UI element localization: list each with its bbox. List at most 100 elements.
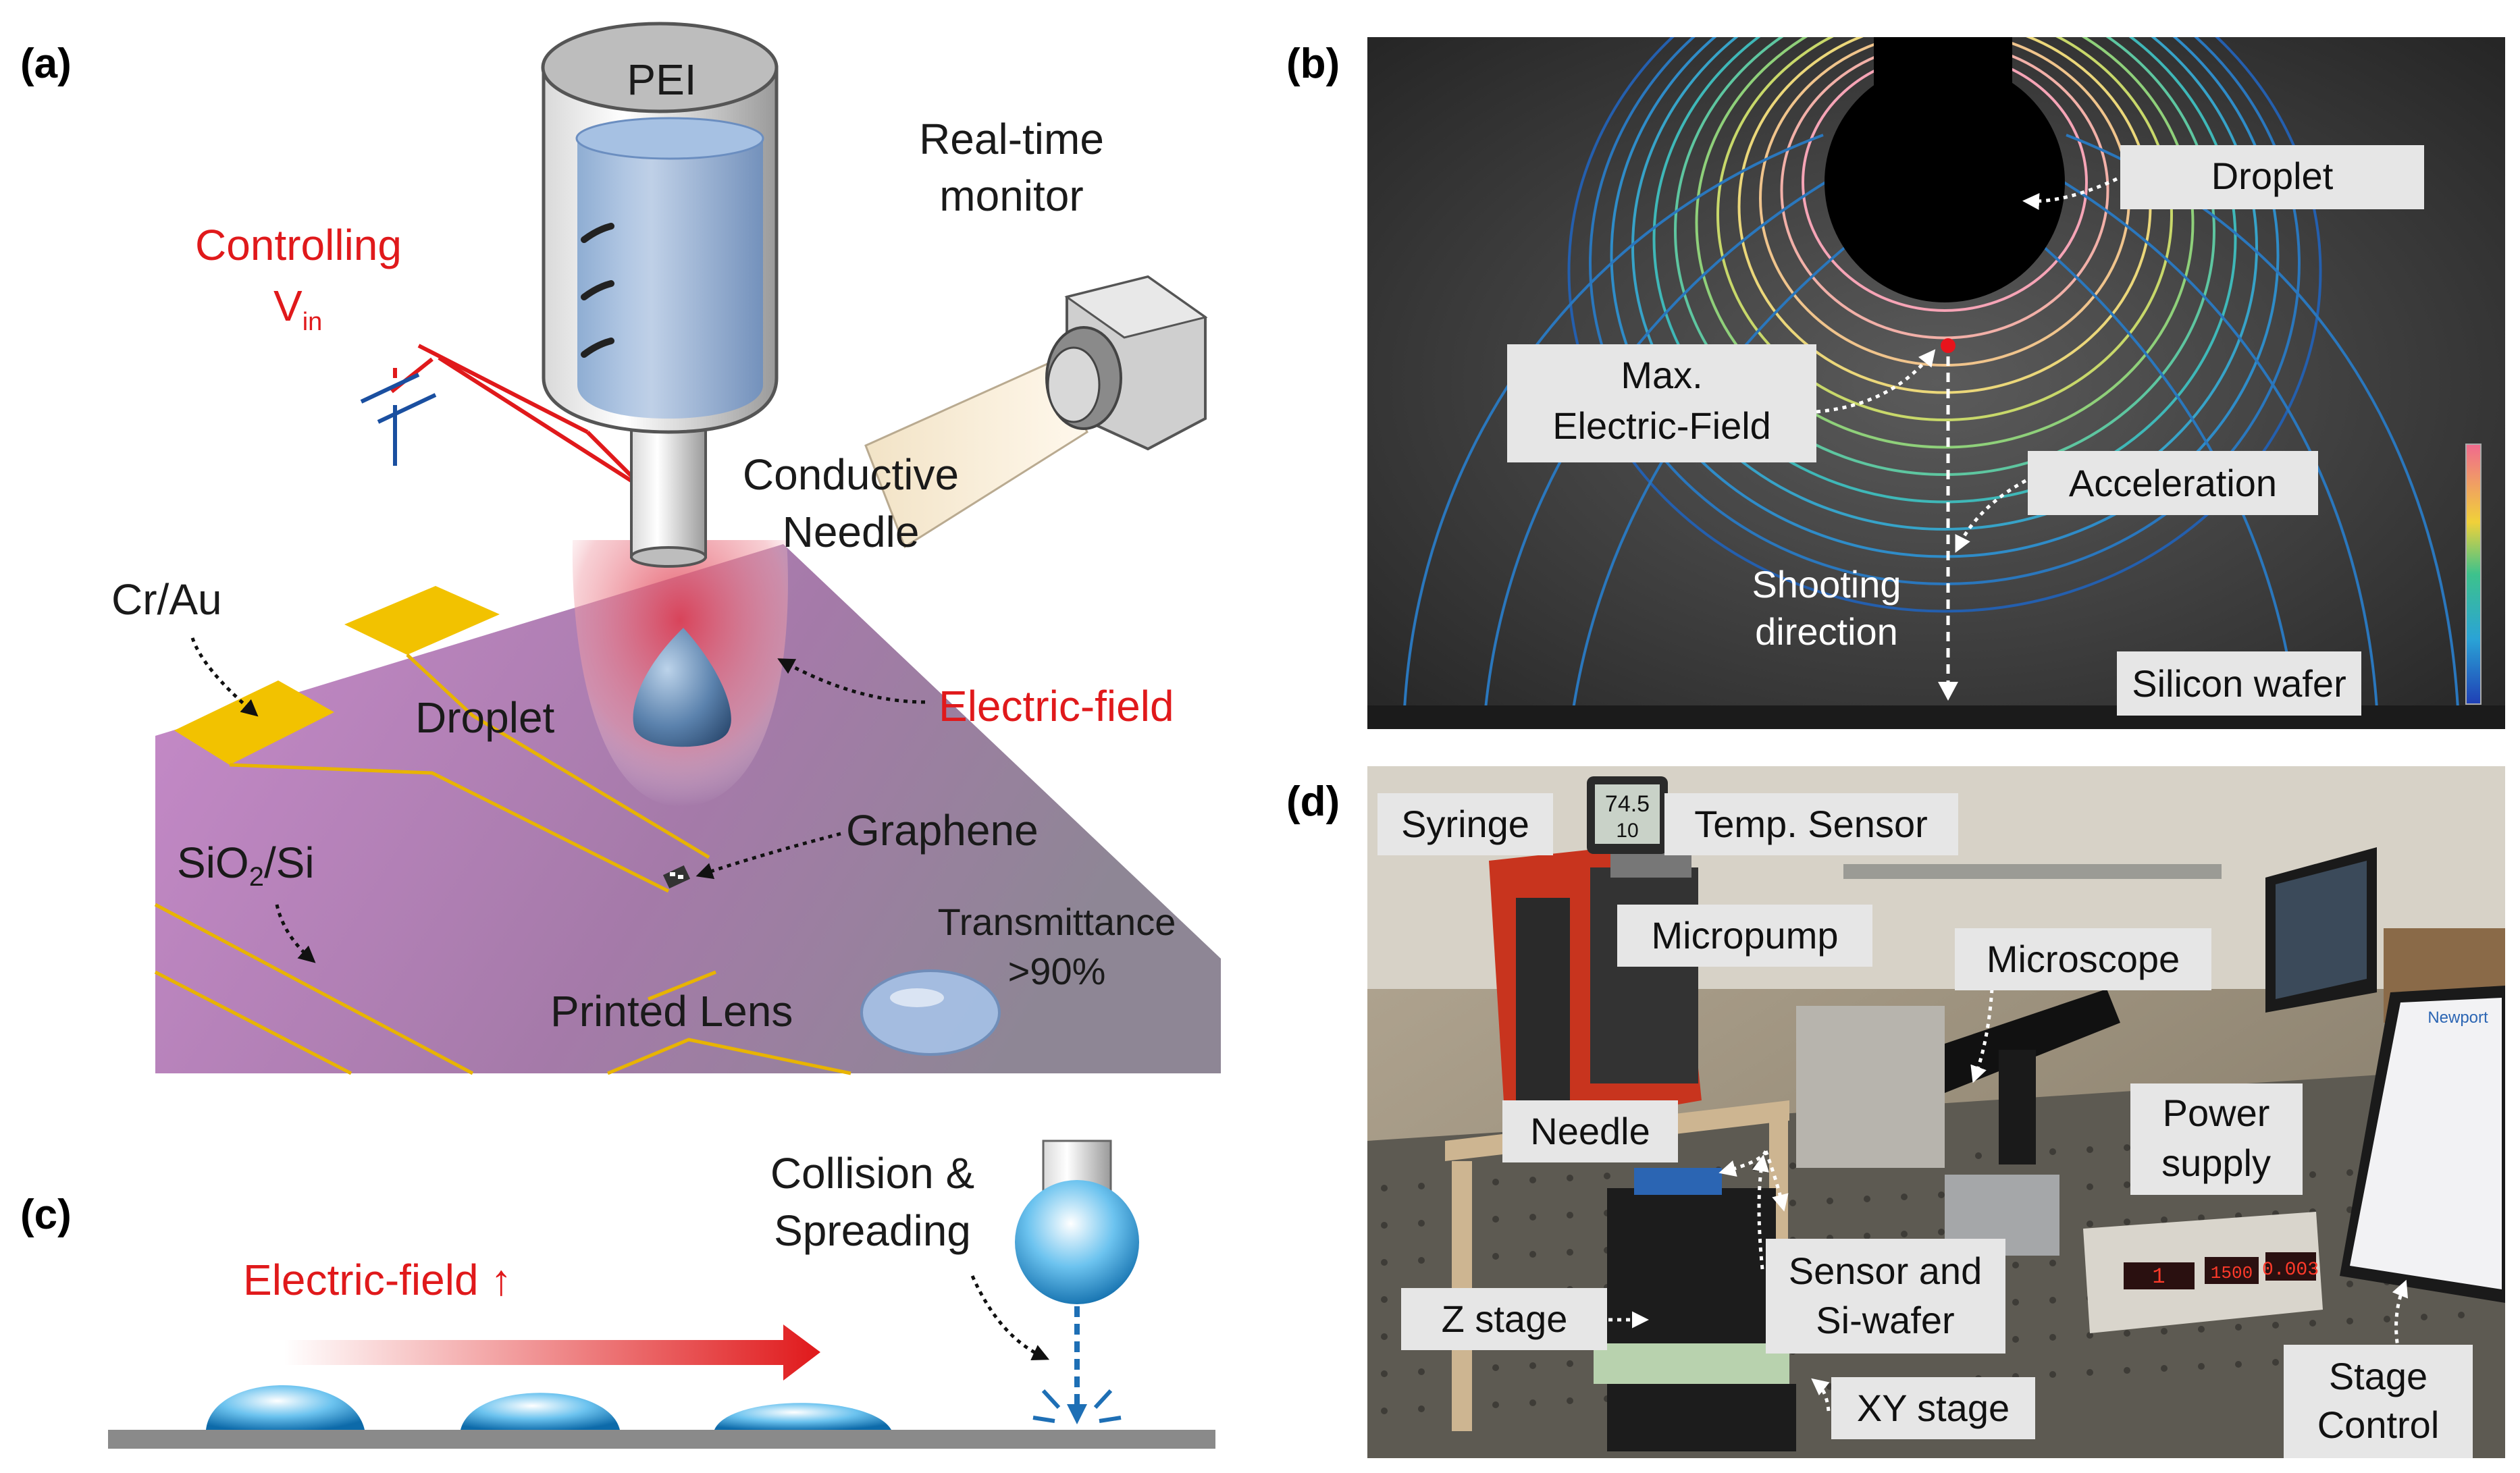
camera-icon xyxy=(1045,275,1208,451)
micropump-device xyxy=(1489,840,1702,1134)
collision-line2: Spreading xyxy=(774,1206,971,1255)
table-hole xyxy=(1938,1191,1945,1198)
table-hole xyxy=(1381,1408,1388,1414)
panel-d-letter: (d) xyxy=(1286,778,1340,825)
table-hole xyxy=(1381,1185,1388,1191)
field-contour-line xyxy=(1652,37,2237,504)
d-microscope-label: Microscope xyxy=(1987,938,2180,980)
d-syringe-label: Syringe xyxy=(1401,803,1529,845)
table-hole xyxy=(2161,1365,2168,1372)
gold-pad-top xyxy=(344,586,500,655)
table-hole xyxy=(1418,1368,1425,1375)
c-splash-icon xyxy=(1032,1389,1122,1423)
table-hole xyxy=(1864,1233,1870,1239)
needle-label-line2: Needle xyxy=(783,508,920,556)
b-droplet-box xyxy=(2120,145,2424,209)
d-sensor-box xyxy=(1766,1239,2005,1354)
b-maxfield-line2: Electric-Field xyxy=(1552,404,1771,447)
stage-assembly xyxy=(1594,1168,1796,1451)
d-power-box xyxy=(2130,1083,2303,1195)
table-hole xyxy=(1381,1259,1388,1266)
c-droplet-3 xyxy=(714,1403,891,1430)
b-accel-box xyxy=(2028,451,2318,515)
c-efield-arrow xyxy=(284,1324,820,1381)
table-hole xyxy=(2049,1371,2056,1378)
table-hole xyxy=(1567,1360,1573,1367)
max-field-point xyxy=(1941,338,1955,353)
table-hole xyxy=(2272,1359,2279,1366)
d-zstage-label: Z stage xyxy=(1442,1297,1568,1340)
table-hole xyxy=(2086,1146,2093,1153)
field-contour-line xyxy=(1695,37,2195,449)
table-hole xyxy=(1492,1253,1499,1260)
graphene-flake xyxy=(662,865,691,889)
field-contour-line xyxy=(1610,37,2280,558)
panel-a-letter: (a) xyxy=(20,41,72,87)
efield-a-label: Electric-field xyxy=(939,682,1174,730)
sio2-sub: 2 xyxy=(249,862,264,892)
c-baseline xyxy=(108,1430,1215,1449)
color-scale-bar xyxy=(2465,444,2482,705)
gold-pad-left xyxy=(174,680,334,765)
d-syringe-box xyxy=(1377,793,1553,855)
d-stage-line1: Stage xyxy=(2329,1355,2427,1397)
table-hole xyxy=(2384,1316,2390,1322)
c-efield-label: Electric-field ↑ xyxy=(243,1256,512,1304)
table-hole xyxy=(2049,1148,2056,1155)
table-hole xyxy=(2086,1369,2093,1376)
table-hole xyxy=(1492,1401,1499,1408)
d-temp-label: Temp. Sensor xyxy=(1694,803,1928,845)
printed-lens xyxy=(860,969,1001,1056)
table-hole xyxy=(1418,1405,1425,1412)
table-hole xyxy=(1901,1194,1908,1200)
field-contour-line xyxy=(1674,37,2215,476)
monitor-label-line1: Real-time xyxy=(919,115,1104,163)
table-hole xyxy=(1381,1333,1388,1340)
field-contour-line xyxy=(1631,37,2258,531)
b-wafer-box xyxy=(2117,651,2361,716)
table-hole xyxy=(1827,1198,1833,1204)
d-power-line1: Power xyxy=(2163,1092,2270,1134)
psu-display1: 1 xyxy=(2152,1264,2165,1289)
syringe-icon xyxy=(541,22,779,568)
table-hole xyxy=(2346,1318,2353,1324)
graphene-label: Graphene xyxy=(846,806,1039,855)
table-hole xyxy=(1567,1397,1573,1404)
d-needle-box xyxy=(1502,1100,1678,1162)
table-hole xyxy=(2198,1214,2205,1221)
table-hole xyxy=(2198,1326,2205,1333)
table-hole xyxy=(1381,1296,1388,1303)
d-microscope-box xyxy=(1955,928,2211,990)
table-hole xyxy=(2124,1144,2130,1151)
table-hole xyxy=(1529,1399,1536,1406)
table-hole xyxy=(2346,1169,2353,1176)
table-hole xyxy=(2049,1297,2056,1304)
table-hole xyxy=(1529,1214,1536,1221)
table-hole xyxy=(2124,1367,2130,1374)
thermo-line2: 10 xyxy=(1616,820,1638,842)
table-hole xyxy=(1492,1216,1499,1223)
table-hole xyxy=(2458,1312,2465,1318)
substrate xyxy=(155,544,1221,1073)
table-hole xyxy=(1492,1179,1499,1185)
psu-display2: 1500 xyxy=(2211,1263,2253,1283)
table-hole xyxy=(2421,1314,2427,1320)
table-hole xyxy=(2086,1183,2093,1190)
table-hole xyxy=(1604,1173,1610,1179)
tablet-brand: Newport xyxy=(2427,1009,2488,1027)
c-droplet-1 xyxy=(206,1385,365,1430)
thermo-line1: 74.5 xyxy=(1605,791,1650,817)
panel-b: (b) Droplet Max. Electric-Field xyxy=(1286,37,2505,729)
c-collision-arrow xyxy=(970,1275,1050,1361)
pei-label: PEI xyxy=(627,55,696,104)
panel-b-letter: (b) xyxy=(1286,41,1340,87)
table-hole xyxy=(1492,1364,1499,1371)
table-hole xyxy=(2124,1218,2130,1225)
field-contour-line xyxy=(1567,37,2322,613)
table-hole xyxy=(1529,1177,1536,1183)
monitor-label-line2: monitor xyxy=(939,171,1083,220)
table-hole xyxy=(1418,1220,1425,1227)
transmittance-line1: Transmittance xyxy=(938,901,1176,943)
transmittance-line2: >90% xyxy=(1008,950,1106,992)
